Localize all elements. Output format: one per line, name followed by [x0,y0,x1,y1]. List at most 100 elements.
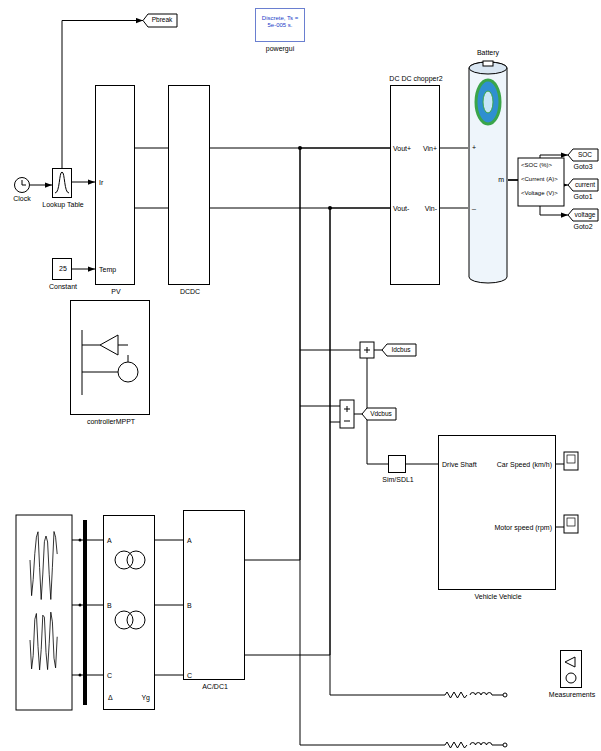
battery-cap [483,61,493,66]
goto-outline [362,408,396,420]
block-name: Goto1 [573,193,592,201]
port-label: Motor speed (rpm) [494,524,552,532]
transformer-block: ABCΔYg [103,515,155,710]
goto-tag: Idcbus [382,344,416,356]
voltage-measurement [340,400,354,428]
goto-outline [568,179,598,191]
block-name: DCDC [180,288,200,296]
block-name: Measurements [549,691,595,699]
goto-outline [382,344,416,356]
scope-screen [567,518,575,526]
terminal [503,743,507,747]
power-wire [155,540,183,541]
port-label: 25 [59,265,67,273]
port-label: Vout+ [393,145,411,153]
goto-tag: SOCGoto3 [568,149,598,161]
port-label: Ir [99,179,103,187]
dcdc-converter: DCDC [168,85,210,285]
powergui-block: Discrete, Ts = 5e-005 s.powergui [255,8,305,42]
signal-line [62,21,143,169]
inductor-symbol [470,743,492,745]
lookup-curve [55,172,69,193]
block-name: Constant [49,283,77,291]
port-label: Vout- [393,205,409,213]
port-label: Vdcbus [370,410,392,417]
load-wire [492,695,503,696]
port-label: Vin- [425,205,437,213]
battery-block: Battery+_m [468,60,508,285]
icon-triangle [565,657,575,667]
shape-outline [468,60,508,285]
shape-outline [14,177,30,193]
converter-block: Sim/SDL1 [388,455,406,473]
block-name: powergui [266,45,294,53]
battery-icon-core [483,91,493,113]
acdc-converter: ABCAC/DC1 [183,510,245,680]
port-label: C [107,672,112,680]
bus-bar [83,520,87,705]
block-name: Sim/SDL1 [382,476,414,484]
clock-block: Clock [14,177,30,193]
signal-wire [354,414,362,415]
battery-icon [476,80,500,124]
power-wire [245,148,390,560]
port-label: B [187,602,192,610]
block-name: Vehicle Vehicle [474,593,521,601]
coil-symbol [127,551,145,569]
goto-outline [568,209,598,221]
port-label: Vin+ [423,145,437,153]
port-label: Temp [99,266,116,274]
signal-wire [374,350,382,351]
block-name: Lookup Table [42,201,84,209]
port-label: Idcbus [391,346,410,353]
port-label: + [472,144,476,152]
port-label: A [107,537,112,545]
junction-dot [79,539,82,542]
measure-wire [300,406,340,407]
power-wire [155,675,183,676]
power-wire [245,208,390,655]
sine-wave [30,612,57,670]
generator-block [16,515,72,710]
port-label: Discrete, Ts = 5e-005 s. [258,15,302,29]
goto-tag: Pbreak [143,14,177,27]
power-wire [440,208,468,209]
resistor-symbol [445,692,467,698]
port-label: Drive Shaft [442,461,477,469]
block-name: AC/DC1 [202,683,228,691]
phase-wire [72,675,83,676]
load-wire [330,695,445,696]
sine-wave [30,532,57,600]
port-label: m [498,176,504,184]
block-name: controllerMPPT [87,418,135,426]
signal-line [72,182,95,183]
port-label: Pbreak [152,16,173,23]
port-label: current [575,181,595,188]
port-label: Car Speed (km/h) [497,461,552,469]
bus-selector [518,158,564,206]
pv-array: IrTempPV [95,85,135,285]
signal-label: <SOC (%)> [521,162,552,169]
coil-symbol [115,611,133,629]
signal-line [30,185,52,186]
port-label: A [187,537,192,545]
goto-tag: voltageGoto2 [568,209,598,221]
vehicle-block: Drive Shaft Car Speed (km/h) Motor speed (… [438,435,556,590]
phase-wire [72,605,83,606]
current-measurement [360,342,374,358]
coil-symbol [115,551,133,569]
icon-circle [118,362,138,382]
battery-outline [469,62,507,283]
mppt-controller: controllerMPPT [70,300,150,415]
power-wire [135,208,168,209]
block-name: Goto2 [573,223,592,231]
block-name: Battery [477,49,499,57]
icon-line [82,330,83,395]
port-label: Δ [108,694,113,702]
block-name: PV [111,288,120,296]
port-label: B [107,602,112,610]
goto-tag: currentGoto1 [568,179,598,191]
port-label: _ [472,202,476,210]
